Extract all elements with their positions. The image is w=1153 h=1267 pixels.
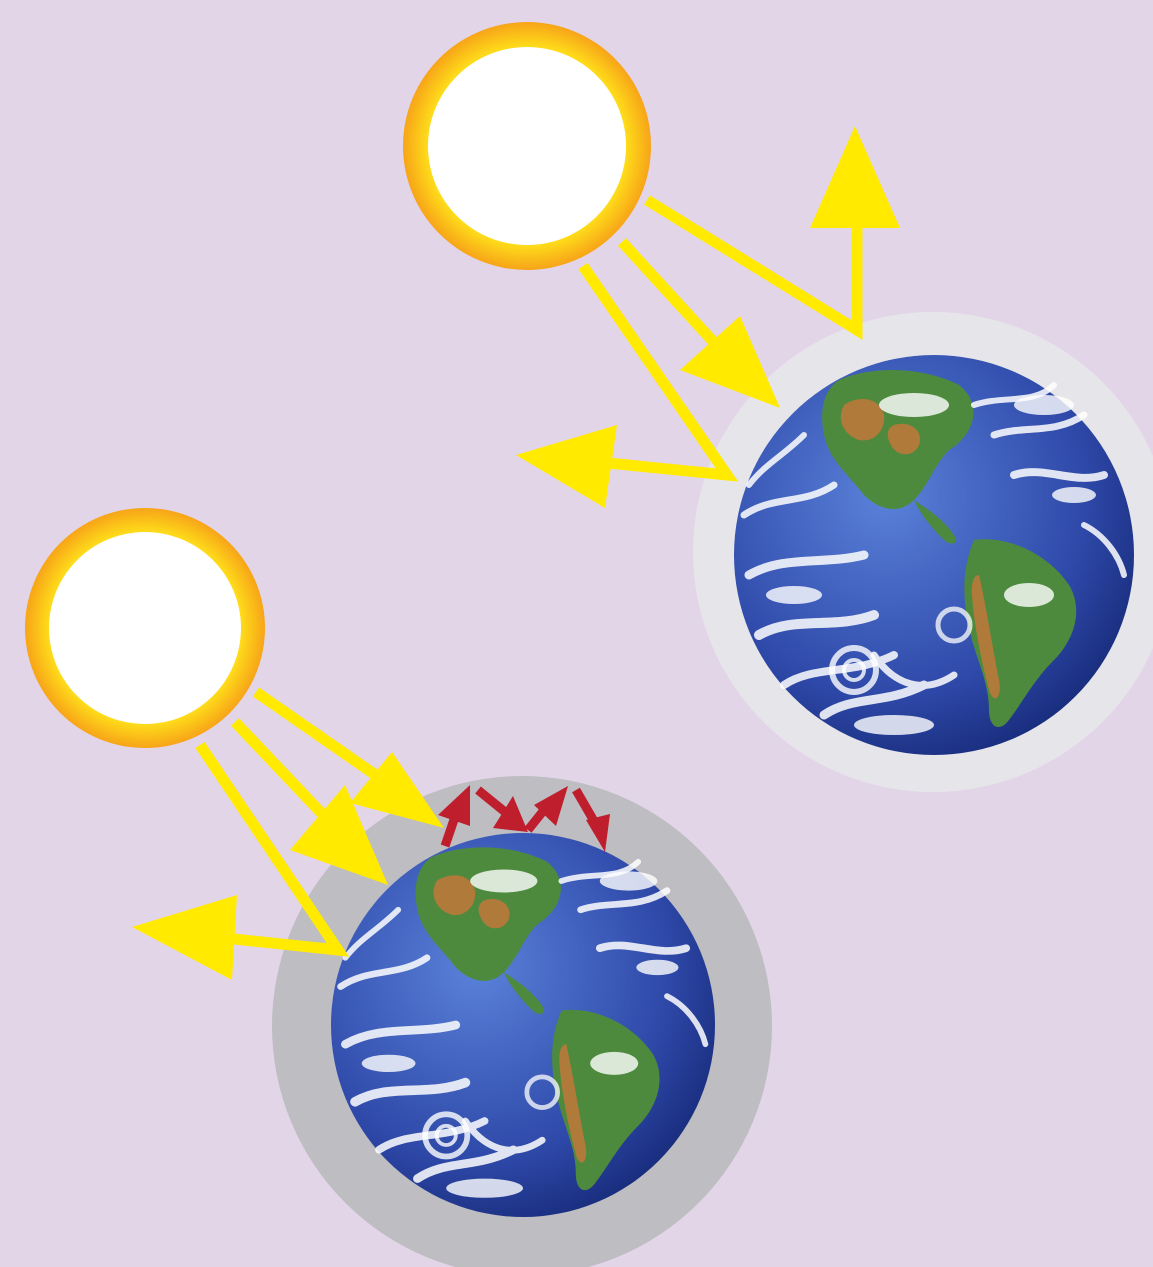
earth-globe-icon xyxy=(734,355,1134,755)
earth-globe-icon xyxy=(331,833,715,1217)
sun-icon xyxy=(403,22,651,270)
sun-icon xyxy=(25,508,265,748)
